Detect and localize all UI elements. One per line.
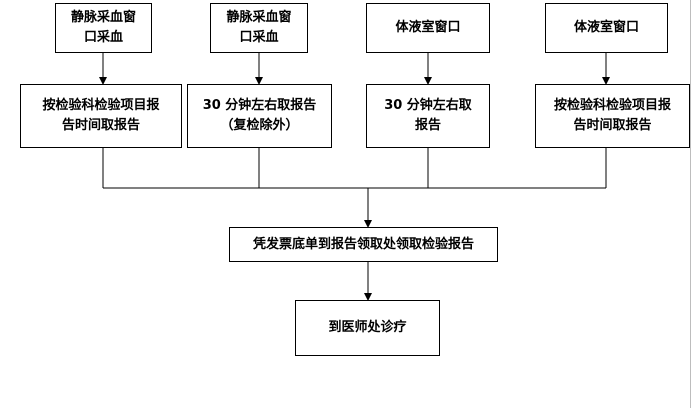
- report-time-box-1-line-1: 按检验科检验项目报: [42, 98, 160, 113]
- final-step-label: 到医师处诊疗: [328, 320, 407, 335]
- report-time-box-2: 30 分钟左右取报告 （复检除外）: [187, 84, 332, 148]
- report-time-box-1-line-2: 告时间取报告: [61, 118, 140, 133]
- merge-step-box: 凭发票底单到报告领取处领取检验报告: [229, 227, 498, 262]
- report-time-box-2-line-1: 30 分钟左右取报告: [202, 98, 317, 113]
- report-time-box-3: 30 分钟左右取 报告: [366, 84, 490, 148]
- collection-box-2-line-1: 静脉采血窗: [226, 10, 292, 25]
- collection-box-3-line-1: 体液室窗口: [395, 20, 461, 35]
- collection-box-3: 体液室窗口: [366, 3, 490, 53]
- report-time-box-3-line-2: 报告: [414, 118, 441, 133]
- collection-box-2: 静脉采血窗 口采血: [210, 3, 308, 53]
- collection-box-1: 静脉采血窗 口采血: [55, 3, 152, 53]
- collection-box-1-line-1: 静脉采血窗: [70, 10, 136, 25]
- report-time-box-4-line-1: 按检验科检验项目报: [553, 98, 671, 113]
- report-time-box-1: 按检验科检验项目报 告时间取报告: [20, 84, 182, 148]
- final-step-box: 到医师处诊疗: [295, 300, 440, 356]
- merge-step-label: 凭发票底单到报告领取处领取检验报告: [252, 236, 474, 252]
- window-right-edge: [690, 0, 691, 408]
- collection-box-4: 体液室窗口: [545, 3, 668, 53]
- collection-box-1-line-2: 口采血: [83, 30, 123, 45]
- report-time-box-4-line-2: 告时间取报告: [573, 118, 652, 133]
- report-time-box-3-line-1: 30 分钟左右取: [384, 98, 472, 113]
- collection-box-2-line-2: 口采血: [239, 30, 279, 45]
- report-time-box-4: 按检验科检验项目报 告时间取报告: [535, 84, 690, 148]
- report-time-box-2-line-2: （复检除外）: [220, 118, 299, 133]
- collection-box-4-line-1: 体液室窗口: [573, 20, 639, 35]
